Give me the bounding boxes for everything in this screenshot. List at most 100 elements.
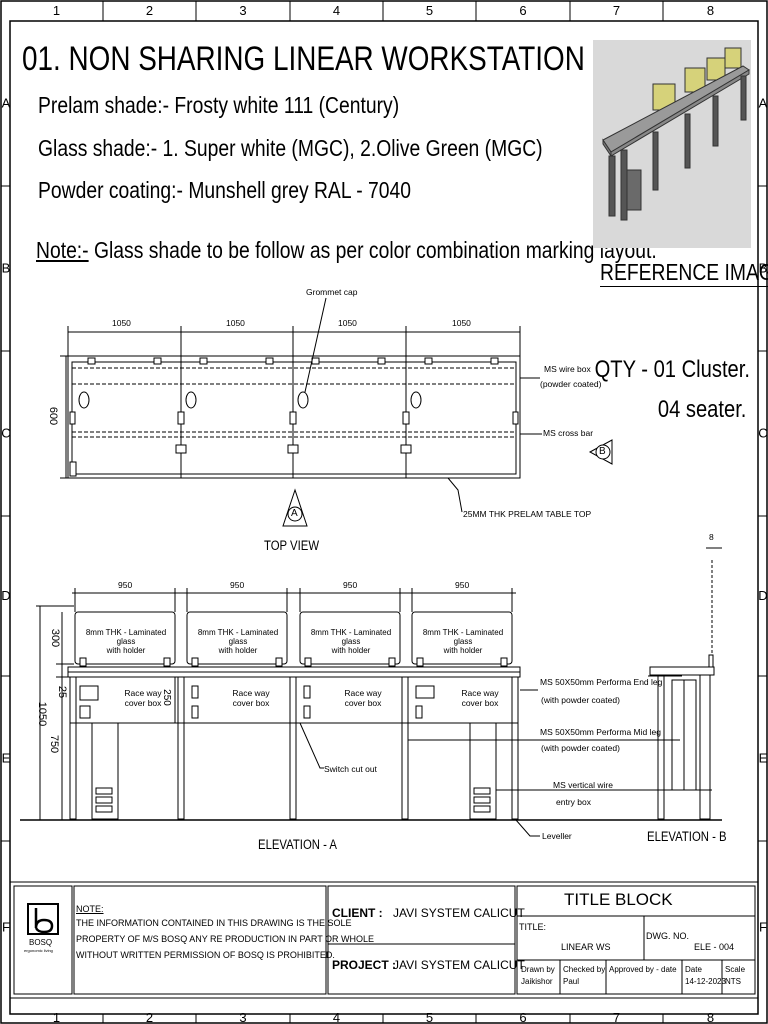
top-dim-4: 1050 bbox=[452, 318, 471, 328]
glass-text: 8mm THK - Laminated glass bbox=[422, 628, 504, 646]
tb-approved-label: Approved by - date bbox=[609, 965, 677, 974]
reference-image bbox=[593, 40, 751, 248]
section-marker-a: A bbox=[291, 508, 298, 519]
tb-drawn-value: Jaikishor bbox=[521, 977, 553, 986]
tb-note-2: PROPERTY OF M/S BOSQ ANY RE PRODUCTION I… bbox=[76, 934, 375, 944]
tb-note-1: THE INFORMATION CONTAINED IN THIS DRAWIN… bbox=[76, 918, 352, 928]
grid-col-label: 5 bbox=[426, 3, 433, 18]
glass-shade: Glass shade:- 1. Super white (MGC), 2.Ol… bbox=[38, 135, 543, 161]
end-leg-label: MS 50X50mm Performa End leg bbox=[540, 677, 663, 687]
tb-scale-value: NTS bbox=[725, 977, 741, 986]
tb-dwg-label: DWG. NO. bbox=[646, 931, 689, 941]
grid-col-label: 5 bbox=[426, 1010, 433, 1024]
client-label: CLIENT : bbox=[332, 906, 383, 920]
top-depth-dim: 600 bbox=[47, 406, 60, 426]
dim-25: 25 bbox=[56, 685, 69, 699]
reference-image-label: REFERENCE IMAGE bbox=[600, 259, 768, 287]
elevation-a-label: ELEVATION - A bbox=[258, 837, 337, 852]
mid-leg-label-2: (with powder coated) bbox=[541, 743, 620, 753]
elev-dim-4: 950 bbox=[455, 580, 470, 590]
grid-row-label: A bbox=[2, 96, 11, 111]
client-value: JAVI SYSTEM CALICUT bbox=[393, 906, 525, 920]
glass-holder-text: with holder bbox=[106, 646, 146, 655]
glass-text: 8mm THK - Laminated glass bbox=[85, 628, 167, 646]
grid-row-label: B bbox=[759, 261, 768, 276]
tb-drawn-label: Drawn by bbox=[521, 965, 555, 974]
grid-row-label: E bbox=[2, 751, 11, 766]
grid-row-label: A bbox=[759, 96, 768, 111]
elev-dim-2: 950 bbox=[230, 580, 245, 590]
raceway-text: Race way bbox=[232, 688, 270, 698]
raceway-text: Race way bbox=[344, 688, 382, 698]
grid-row-label: D bbox=[758, 588, 767, 603]
glass-text: 8mm THK - Laminated glass bbox=[310, 628, 392, 646]
top-dim-1: 1050 bbox=[112, 318, 131, 328]
grid-col-label: 1 bbox=[53, 3, 60, 18]
grid-row-label: F bbox=[2, 920, 10, 935]
raceway-cover-text: cover box bbox=[232, 698, 270, 708]
tb-checked-value: Paul bbox=[563, 977, 580, 986]
grid-row-label: F bbox=[759, 920, 767, 935]
grid-col-label: 3 bbox=[239, 3, 246, 18]
raceway-cover-text: cover box bbox=[461, 698, 499, 708]
vertical-wire-label-2: entry box bbox=[556, 797, 591, 807]
grid-col-label: 6 bbox=[519, 1010, 526, 1024]
tb-scale-label: Scale bbox=[725, 965, 746, 974]
grid-col-label: 8 bbox=[707, 3, 714, 18]
grid-col-label: 4 bbox=[333, 3, 340, 18]
grommet-label: Grommet cap bbox=[306, 287, 358, 297]
switch-cutout-label: Switch cut out bbox=[324, 764, 377, 774]
title-block-frame bbox=[9, 881, 759, 999]
dim-1050: 1050 bbox=[36, 701, 49, 727]
qty-cluster: QTY - 01 Cluster. bbox=[594, 356, 750, 383]
page-title: 01. NON SHARING LINEAR WORKSTATION bbox=[22, 40, 585, 78]
top-dim-2: 1050 bbox=[226, 318, 245, 328]
grid-col-label: 2 bbox=[146, 3, 153, 18]
grid-row-label: C bbox=[758, 426, 767, 441]
raceway-cover-text: cover box bbox=[344, 698, 382, 708]
title-block-heading: TITLE BLOCK bbox=[564, 890, 673, 909]
note-line: Note:- Glass shade to be follow as per c… bbox=[36, 237, 657, 264]
tb-note-3: WITHOUT WRITTEN PERMISSION OF BOSQ IS PR… bbox=[76, 950, 335, 960]
section-marker-b: B bbox=[599, 446, 606, 457]
grid-row-label: E bbox=[759, 751, 768, 766]
dim-750: 750 bbox=[48, 734, 61, 754]
dim-300: 300 bbox=[49, 628, 62, 648]
tb-date-label: Date bbox=[685, 965, 702, 974]
cross-bar-label: MS cross bar bbox=[543, 428, 594, 438]
powder-coating: Powder coating:- Munshell grey RAL - 704… bbox=[38, 177, 411, 203]
grid-col-label: 7 bbox=[613, 3, 620, 18]
elev-dim-1: 950 bbox=[118, 580, 133, 590]
top-dim-3: 1050 bbox=[338, 318, 357, 328]
leveller-label: Leveller bbox=[542, 831, 572, 841]
glass-holder-text: with holder bbox=[443, 646, 483, 655]
project-label: PROJECT : bbox=[332, 958, 397, 972]
top-view bbox=[60, 297, 613, 527]
logo-text: BOSQ bbox=[29, 938, 53, 947]
elevation-b bbox=[649, 547, 722, 820]
raceway-text: Race way bbox=[461, 688, 499, 698]
grid-row-label: C bbox=[1, 426, 10, 441]
glass-text: 8mm THK - Laminated glass bbox=[197, 628, 279, 646]
note-prefix: Note:- bbox=[36, 237, 89, 263]
top-view-label: TOP VIEW bbox=[264, 538, 320, 553]
elev-dim-3: 950 bbox=[343, 580, 358, 590]
tb-title-value: LINEAR WS bbox=[561, 942, 611, 952]
grid-row-label: D bbox=[1, 588, 10, 603]
tb-note-head: NOTE: bbox=[76, 904, 104, 914]
grid-row-label: B bbox=[2, 261, 11, 276]
prelam-shade: Prelam shade:- Frosty white 111 (Century… bbox=[38, 92, 400, 118]
wire-box-label: MS wire box bbox=[544, 364, 591, 374]
elevation-b-label: ELEVATION - B bbox=[647, 829, 727, 844]
wire-box-label-2: (powder coated) bbox=[540, 379, 602, 389]
glass-holder-text: with holder bbox=[331, 646, 371, 655]
raceway-text: Race way bbox=[124, 688, 162, 698]
